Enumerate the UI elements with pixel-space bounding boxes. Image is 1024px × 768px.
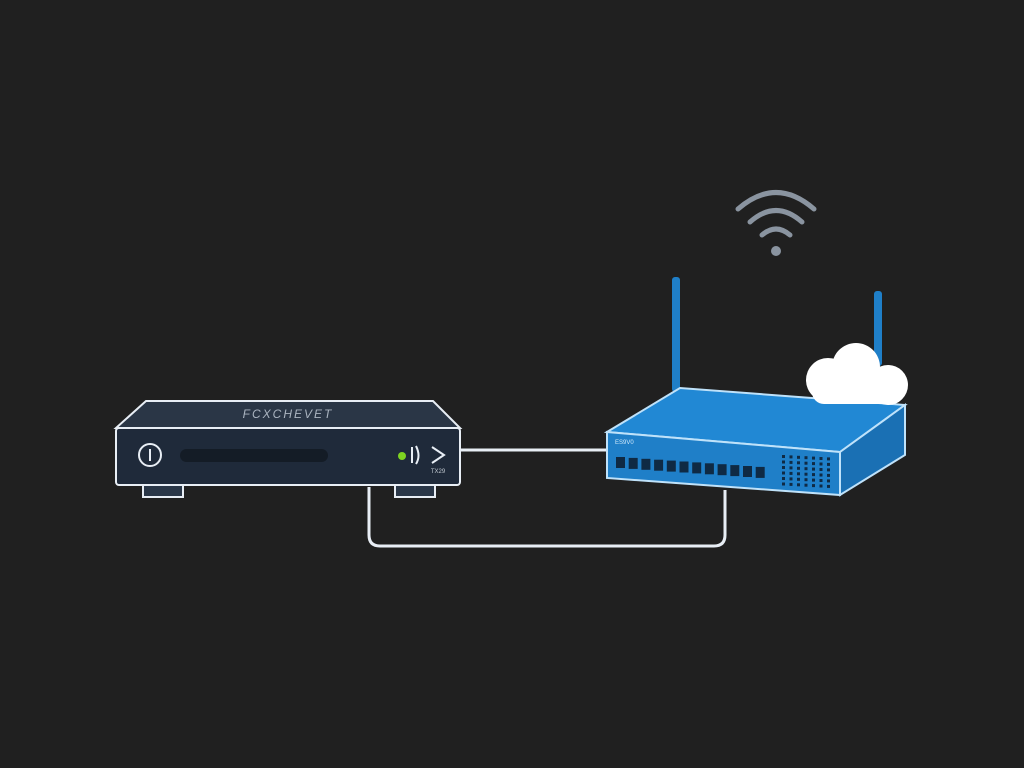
vent-hole xyxy=(819,484,823,488)
ethernet-port xyxy=(755,466,765,478)
ethernet-port xyxy=(679,461,689,473)
vent-hole xyxy=(789,460,793,464)
vent-hole xyxy=(789,482,793,486)
disc-slot xyxy=(180,449,328,462)
vent-hole xyxy=(804,478,808,482)
cable-ethernet xyxy=(367,487,727,548)
ethernet-port xyxy=(666,460,676,472)
vent-hole xyxy=(827,468,830,472)
ethernet-port xyxy=(616,457,625,468)
ethernet-port xyxy=(743,466,752,477)
vent-hole xyxy=(819,457,823,460)
vent-hole xyxy=(819,468,823,471)
vent-hole xyxy=(827,473,830,477)
vent-grille xyxy=(782,455,830,488)
vent-hole xyxy=(797,477,800,481)
vent-hole xyxy=(804,472,808,476)
vent-hole xyxy=(804,456,808,460)
vent-hole xyxy=(812,462,815,466)
vent-hole xyxy=(804,467,808,471)
vent-hole xyxy=(782,482,785,486)
router: ES9V0 xyxy=(603,277,908,497)
antenna-right xyxy=(874,291,882,366)
vent-hole xyxy=(797,472,800,476)
ethernet-port xyxy=(641,458,651,470)
vent-hole xyxy=(782,466,785,469)
vent-hole xyxy=(812,456,815,460)
vent-hole xyxy=(827,484,830,488)
vent-hole xyxy=(819,462,823,466)
status-led xyxy=(398,452,406,460)
vent-hole xyxy=(812,484,815,488)
vent-hole xyxy=(827,462,830,466)
ethernet-port xyxy=(654,459,664,471)
ir-sensor-icon xyxy=(411,445,420,465)
vent-hole xyxy=(797,466,800,470)
router-label: ES9V0 xyxy=(615,440,634,446)
vent-hole xyxy=(812,478,815,482)
vent-hole xyxy=(782,455,785,458)
chevron-right-icon xyxy=(431,446,446,464)
vent-hole xyxy=(797,461,800,465)
vent-hole xyxy=(789,455,793,459)
cloud-icon xyxy=(806,343,908,405)
vent-hole xyxy=(812,467,815,471)
set-top-box: FCXCHEVET TX29 xyxy=(113,400,463,498)
ethernet-port xyxy=(692,462,702,474)
vent-hole xyxy=(804,461,808,465)
ethernet-ports xyxy=(616,457,765,478)
vent-hole xyxy=(827,479,830,483)
vent-hole xyxy=(782,477,785,480)
vent-hole xyxy=(819,479,823,482)
vent-hole xyxy=(797,483,800,487)
wifi-icon xyxy=(735,190,817,256)
vent-hole xyxy=(812,473,815,477)
power-icon[interactable] xyxy=(138,443,162,467)
vent-hole xyxy=(782,460,785,464)
router-front xyxy=(606,430,841,497)
ethernet-port xyxy=(730,465,740,477)
vent-hole xyxy=(789,466,793,470)
brand-label: FCXCHEVET xyxy=(243,407,334,421)
vent-hole xyxy=(797,455,800,459)
vent-hole xyxy=(804,483,808,487)
ethernet-port xyxy=(717,464,727,476)
port-label: TX29 xyxy=(431,469,446,475)
vent-hole xyxy=(819,473,823,477)
vent-hole xyxy=(789,471,793,475)
ethernet-port xyxy=(628,457,638,469)
antenna-left xyxy=(672,277,680,392)
ethernet-port xyxy=(704,463,714,475)
vent-hole xyxy=(789,477,793,481)
vent-hole xyxy=(827,457,830,461)
vent-hole xyxy=(782,471,785,475)
